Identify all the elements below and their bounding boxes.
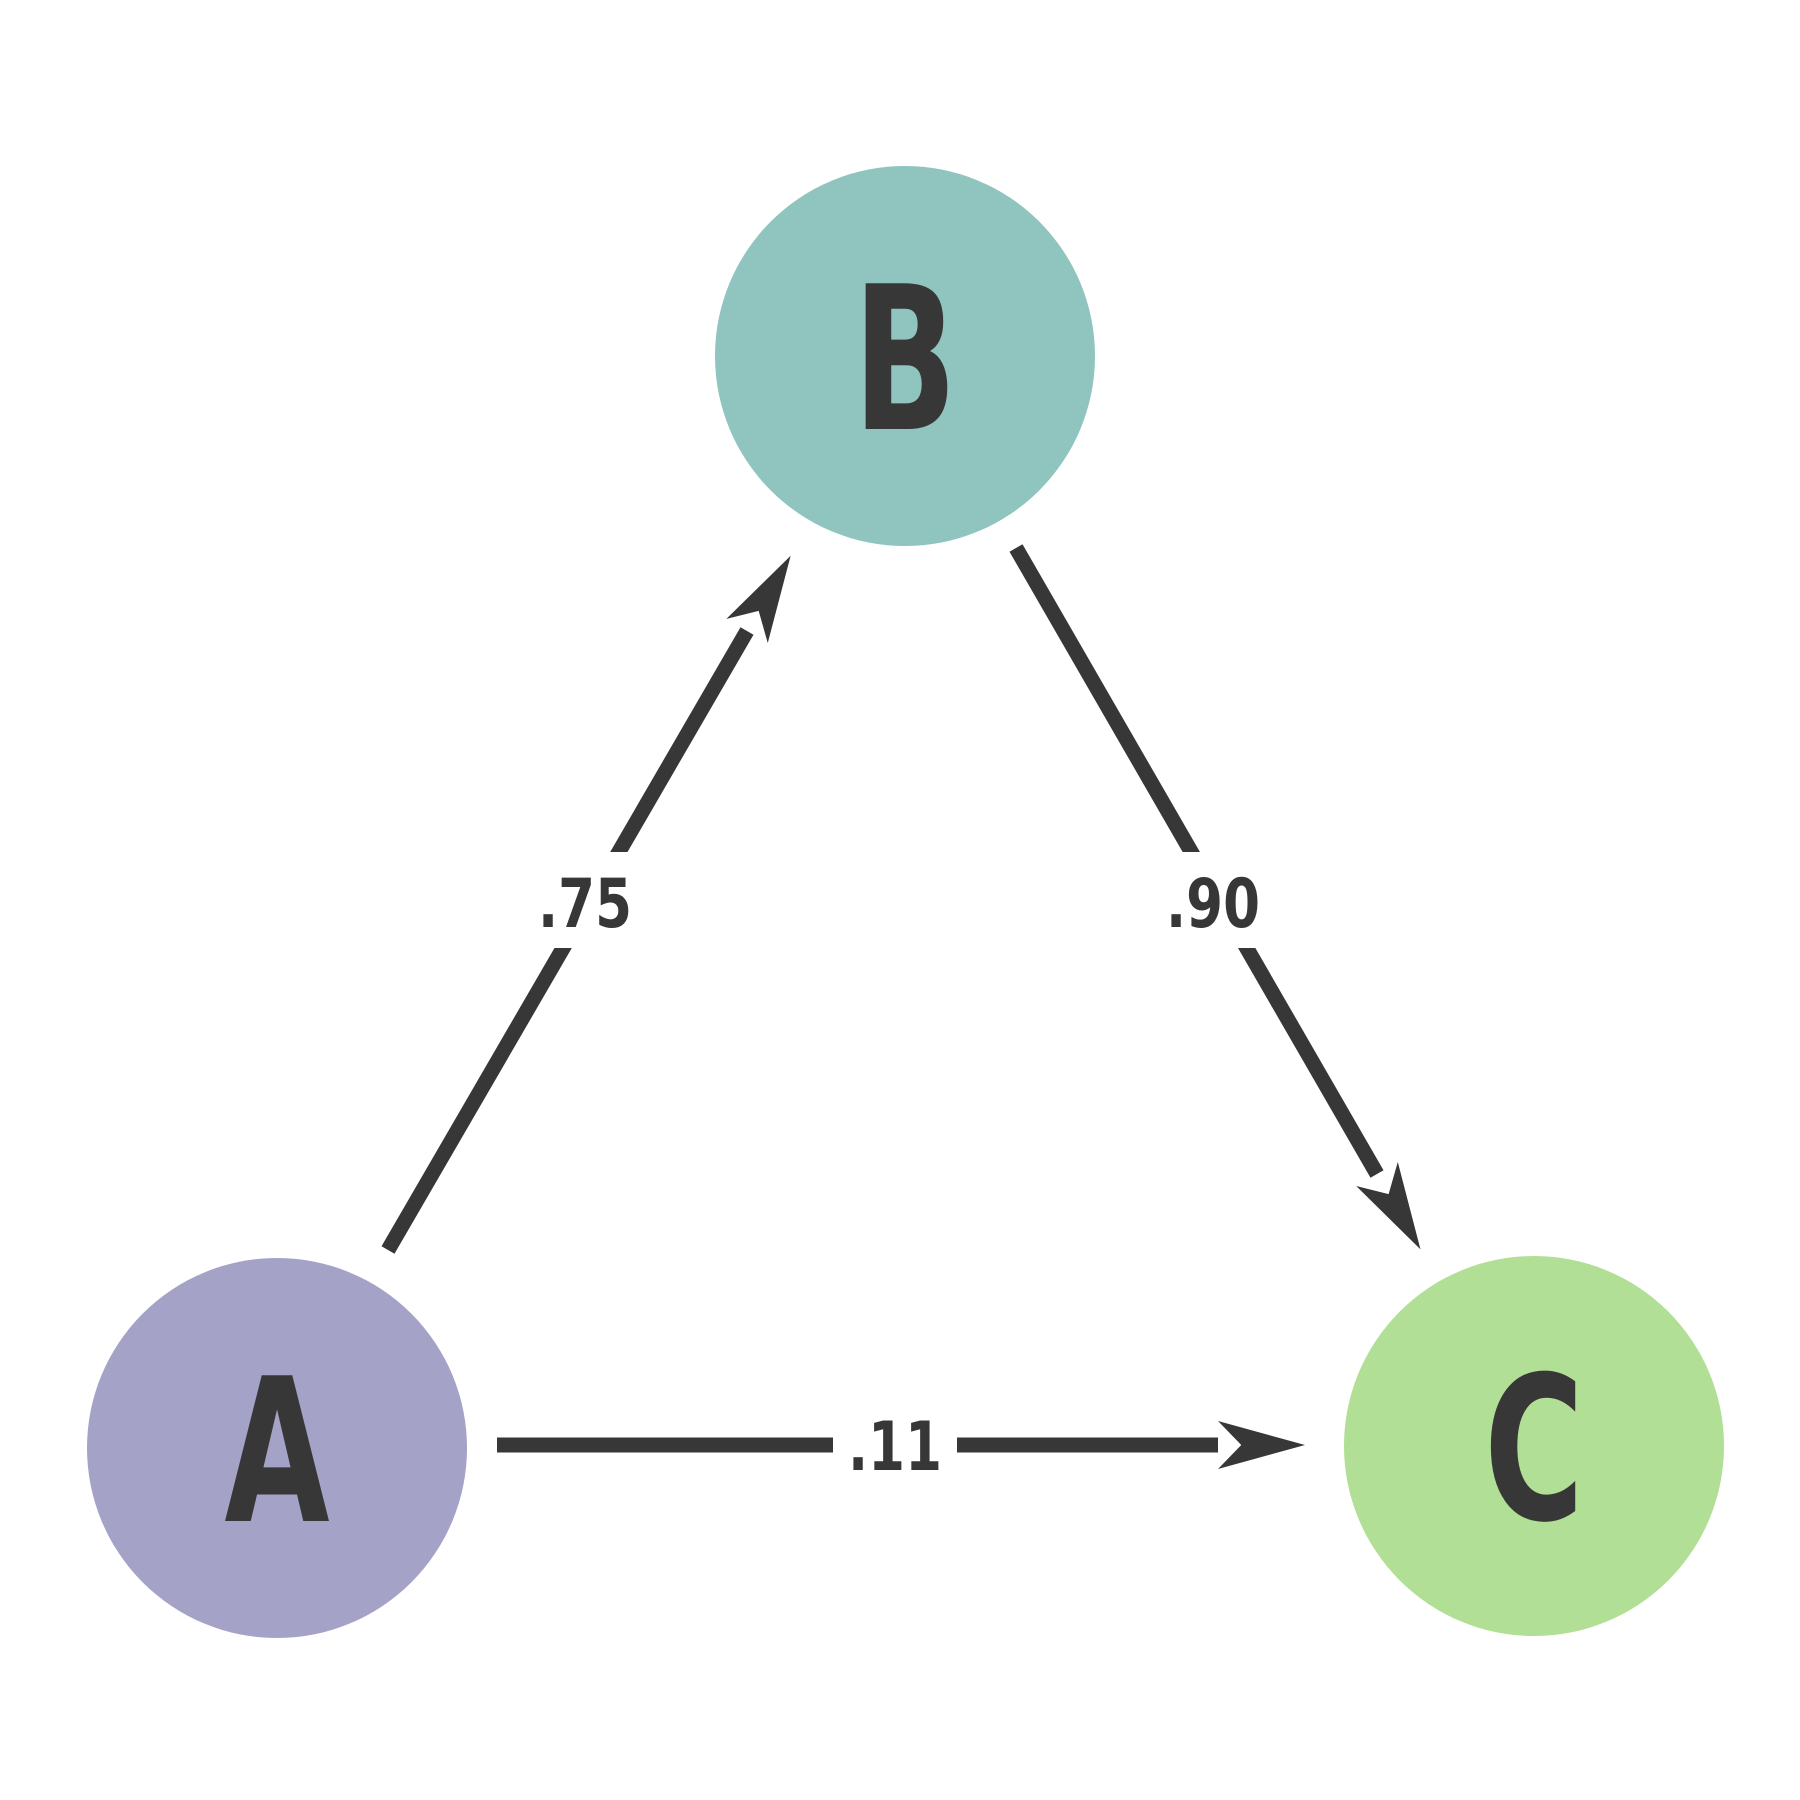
node-b-circle bbox=[715, 166, 1095, 546]
edges-layer bbox=[381, 544, 1421, 1469]
node-a-circle bbox=[87, 1258, 467, 1638]
node-a-label: A bbox=[224, 1336, 329, 1569]
edge-b-to-c-label-background bbox=[1133, 852, 1293, 948]
node-b-label: B bbox=[853, 244, 957, 477]
node-c-circle bbox=[1344, 1256, 1724, 1636]
edge-a-to-b-weight-label: .75 bbox=[538, 865, 632, 944]
nodes-layer: A B C bbox=[87, 166, 1724, 1638]
node-c-label: C bbox=[1484, 1334, 1584, 1567]
edge-b-to-c-weight-label: .90 bbox=[1166, 865, 1260, 944]
edge-label-backgrounds bbox=[505, 852, 1293, 1490]
edge-labels-layer: .75 .90 .11 bbox=[538, 865, 1260, 1487]
edge-a-to-b-label-background bbox=[505, 852, 665, 948]
edge-a-to-c-weight-label: .11 bbox=[848, 1408, 942, 1487]
edge-a-to-c-label-background bbox=[833, 1400, 957, 1490]
